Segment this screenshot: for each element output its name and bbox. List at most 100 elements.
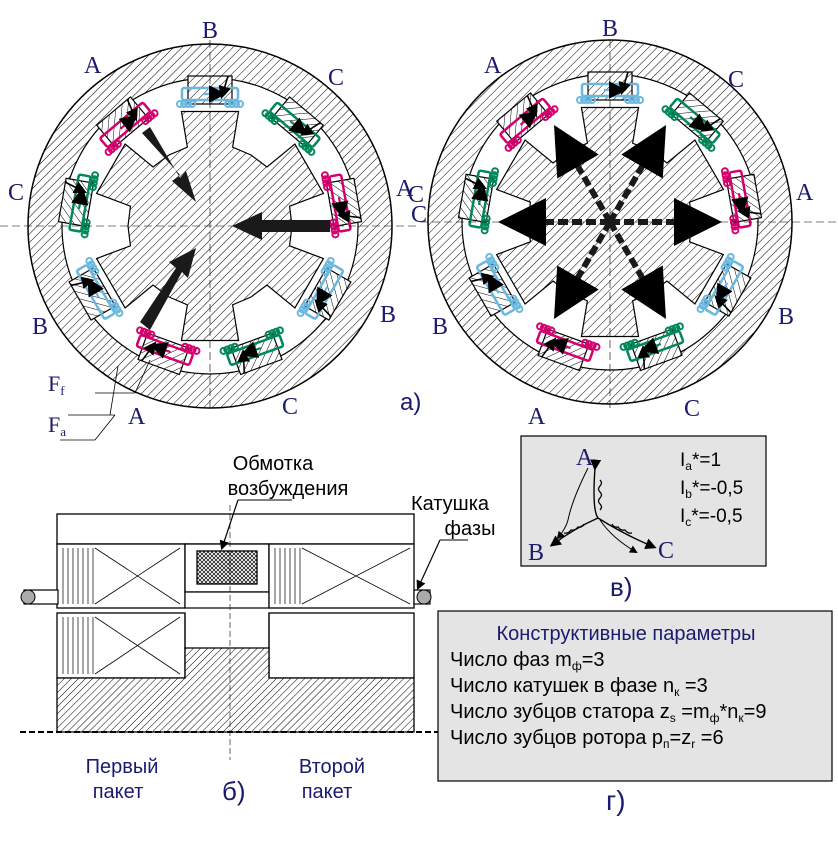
coil-right-c-2 <box>661 97 721 152</box>
label-left-bottom-right: C <box>282 394 298 420</box>
second-pack-coil-lower <box>268 612 415 679</box>
first-pack-coil-lower <box>56 612 186 679</box>
coil-right-b-7 <box>470 253 524 316</box>
coil-right-c-5 <box>619 322 685 370</box>
parameter-rotor-teeth: Число зубцов ротора pп=zr =6 <box>450 727 724 751</box>
phasor-c-line <box>597 517 657 549</box>
label-right-right-top: C <box>728 67 744 93</box>
phasor-ic: Ic*=-0,5 <box>680 506 743 529</box>
coil-left-c-8 <box>65 171 100 239</box>
phasor-label-b: B <box>528 540 544 566</box>
first-pack-lower-lines <box>62 617 94 674</box>
label-right-top: B <box>602 16 618 42</box>
phase-coil-label-1: Катушка <box>411 493 490 515</box>
coil-left-b-4 <box>296 257 345 320</box>
phasor-ia: Ia*=1 <box>680 450 721 473</box>
label-left-left-top: C <box>8 180 24 206</box>
label-right-right-bottom: B <box>778 304 794 330</box>
section-view: Обмотка возбуждения Катушка фазы Первый … <box>20 453 495 806</box>
first-pack-upper-lines <box>62 548 94 604</box>
caption-g: г) <box>606 785 626 816</box>
parameters-panel: Конструктивные параметры Число фаз mф=3 … <box>437 610 833 816</box>
phase-coil-leader-arrow <box>416 539 441 591</box>
second-pack-upper-cross <box>301 547 411 605</box>
second-pack-coil-upper <box>268 543 415 609</box>
first-pack-lower-cross <box>94 616 181 675</box>
first-pack-upper-cross <box>94 547 181 605</box>
label-left-right: A <box>396 176 414 202</box>
motor-left: Ff Fa B A C C A C B B A C а) <box>0 18 427 441</box>
flux-arrow-horizontal <box>232 212 330 240</box>
label-right-top-left: A <box>484 53 502 79</box>
motor-right: B A C C A B B A C <box>408 16 838 430</box>
coil-left-a-6 <box>135 326 201 366</box>
phasor-box <box>520 435 767 567</box>
shaft-bridge <box>184 591 270 609</box>
excitation-label-1: Обмотка <box>233 453 314 475</box>
label-right-bottom-left: A <box>528 404 546 430</box>
phasor-a-line <box>590 459 602 519</box>
phase-rod-left-end <box>20 589 36 605</box>
label-left-top: B <box>202 18 218 44</box>
parameter-phases: Число фаз mф=3 <box>450 649 605 673</box>
parameters-box <box>437 610 833 782</box>
first-pack-coil-upper <box>56 543 186 609</box>
parameter-stator-teeth: Число зубцов статора zs =mф*nк=9 <box>450 701 766 725</box>
fa-leader-2 <box>109 365 119 416</box>
force-a-label: Fa <box>48 412 66 439</box>
caption-a: а) <box>400 389 421 416</box>
first-pack-label-2: пакет <box>93 781 144 803</box>
first-pack-label-1: Первый <box>86 756 159 778</box>
phasor-b-coil <box>563 523 585 534</box>
fa-leader-4 <box>94 414 116 441</box>
coil-right-a-6 <box>535 322 601 362</box>
label-left-right-mid: C <box>411 202 427 228</box>
flux-ray-4 <box>553 220 613 319</box>
second-pack-upper-lines <box>274 548 301 604</box>
label-right-left-bottom: B <box>432 314 448 340</box>
phasor-a-coil <box>597 479 603 511</box>
phasor-ib: Ib*=-0,5 <box>680 478 743 501</box>
excitation-winding <box>196 550 258 585</box>
yoke-top <box>56 513 415 545</box>
label-left-bottom-left: A <box>128 404 146 430</box>
coil-left-b-7 <box>70 257 124 320</box>
flux-ray-3 <box>607 220 667 319</box>
label-left-top-left: A <box>84 53 102 79</box>
label-right-left-top: C <box>408 182 424 208</box>
phasor-ab-curve <box>556 467 589 540</box>
parameters-title: Конструктивные параметры <box>497 623 756 645</box>
phasor-panel: A B C Ia*=1 Ib*=-0,5 Ic*=-0,5 в) <box>520 435 767 602</box>
label-right-bottom-right: C <box>684 396 700 422</box>
coil-right-a-9 <box>499 95 559 152</box>
excitation-leader-arrow <box>219 499 239 551</box>
label-left-right-top: C <box>328 65 344 91</box>
second-pack-label-2: пакет <box>302 781 353 803</box>
parameter-coils: Число катушек в фазе nк =3 <box>450 675 708 699</box>
caption-b: б) <box>222 776 246 806</box>
force-labels: Ff Fa <box>48 359 151 441</box>
phasor-label-a: A <box>576 445 594 471</box>
coils-right <box>465 71 761 370</box>
coil-left-a-9 <box>99 99 159 156</box>
label-left-right-bottom: B <box>380 302 396 328</box>
phasor-ac-curve <box>599 519 638 554</box>
caption-v: в) <box>610 572 632 602</box>
flux-ray-1 <box>607 125 667 224</box>
coil-left-a-3 <box>320 171 361 239</box>
phasor-label-c: C <box>658 538 674 564</box>
force-f-label: Ff <box>48 371 65 398</box>
ff-leader-2 <box>134 359 151 394</box>
phasor-c-coil <box>611 523 633 534</box>
flux-arrows-left <box>140 127 330 330</box>
flux-ray-6 <box>553 125 613 224</box>
label-right-right: A <box>796 180 814 206</box>
flux-arrow-upper <box>142 127 196 202</box>
label-left-left-bottom: B <box>32 314 48 340</box>
phase-coil-label-2: фазы <box>445 518 496 540</box>
second-pack-label-1: Второй <box>299 756 365 778</box>
phase-rod-right-end <box>416 589 432 605</box>
coil-left-c-5 <box>219 326 285 374</box>
coils-left <box>65 75 361 374</box>
